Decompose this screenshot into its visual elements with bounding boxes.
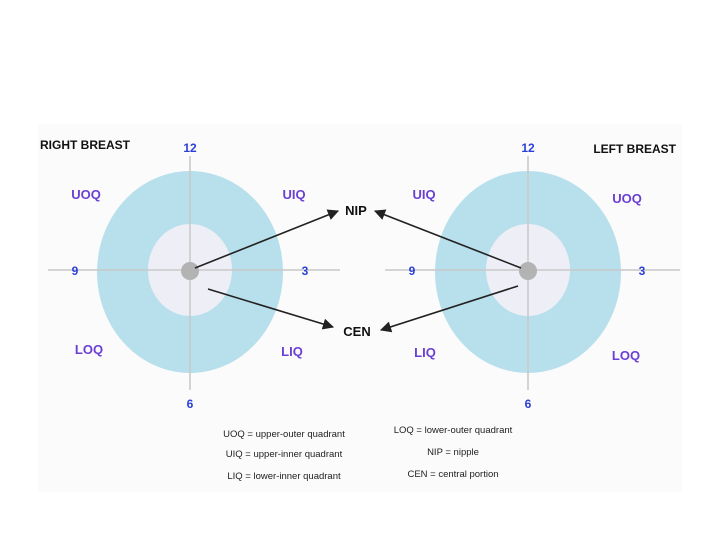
right-quadrant-lower-right: LIQ xyxy=(281,344,303,359)
right-clock-6: 6 xyxy=(187,397,194,411)
left-clock-12: 12 xyxy=(521,141,535,155)
left-quadrant-upper-left: UIQ xyxy=(412,187,435,202)
right-clock-12: 12 xyxy=(183,141,197,155)
legend: UOQ = upper-outer quadrant UIQ = upper-i… xyxy=(223,425,512,482)
right-breast-title: RIGHT BREAST xyxy=(40,138,131,152)
left-clock-3: 3 xyxy=(639,264,646,278)
left-quadrant-lower-right: LOQ xyxy=(612,348,640,363)
marker-nip: NIP xyxy=(345,203,367,218)
marker-cen: CEN xyxy=(343,324,370,339)
legend-item: CEN = central portion xyxy=(407,469,498,480)
arrow-right-nipple-to-nip xyxy=(194,209,340,269)
legend-item: UIQ = upper-inner quadrant xyxy=(226,449,343,460)
right-quadrant-upper-right: UIQ xyxy=(282,187,305,202)
right-breast: RIGHT BREAST 12 9 3 6 UOQ UIQ LOQ LIQ xyxy=(40,138,340,411)
left-quadrant-lower-left: LIQ xyxy=(414,345,436,360)
left-breast: LEFT BREAST 12 9 3 6 UIQ UOQ LIQ LOQ xyxy=(385,141,680,411)
legend-item: NIP = nipple xyxy=(427,447,479,458)
legend-item: LIQ = lower-inner quadrant xyxy=(227,471,341,482)
right-clock-3: 3 xyxy=(302,264,309,278)
arrows xyxy=(194,209,522,333)
right-quadrant-upper-left: UOQ xyxy=(71,187,101,202)
legend-item: LOQ = lower-outer quadrant xyxy=(394,425,513,436)
left-clock-9: 9 xyxy=(409,264,416,278)
right-quadrant-lower-left: LOQ xyxy=(75,342,103,357)
arrow-left-nipple-to-nip xyxy=(373,209,522,269)
right-clock-9: 9 xyxy=(72,264,79,278)
arrow-left-center-to-cen xyxy=(379,285,519,333)
left-clock-6: 6 xyxy=(525,397,532,411)
legend-item: UOQ = upper-outer quadrant xyxy=(223,429,345,440)
left-nipple xyxy=(519,262,537,280)
arrow-right-center-to-cen xyxy=(207,288,335,330)
left-quadrant-upper-right: UOQ xyxy=(612,191,642,206)
right-nipple xyxy=(181,262,199,280)
left-breast-title: LEFT BREAST xyxy=(593,142,676,156)
